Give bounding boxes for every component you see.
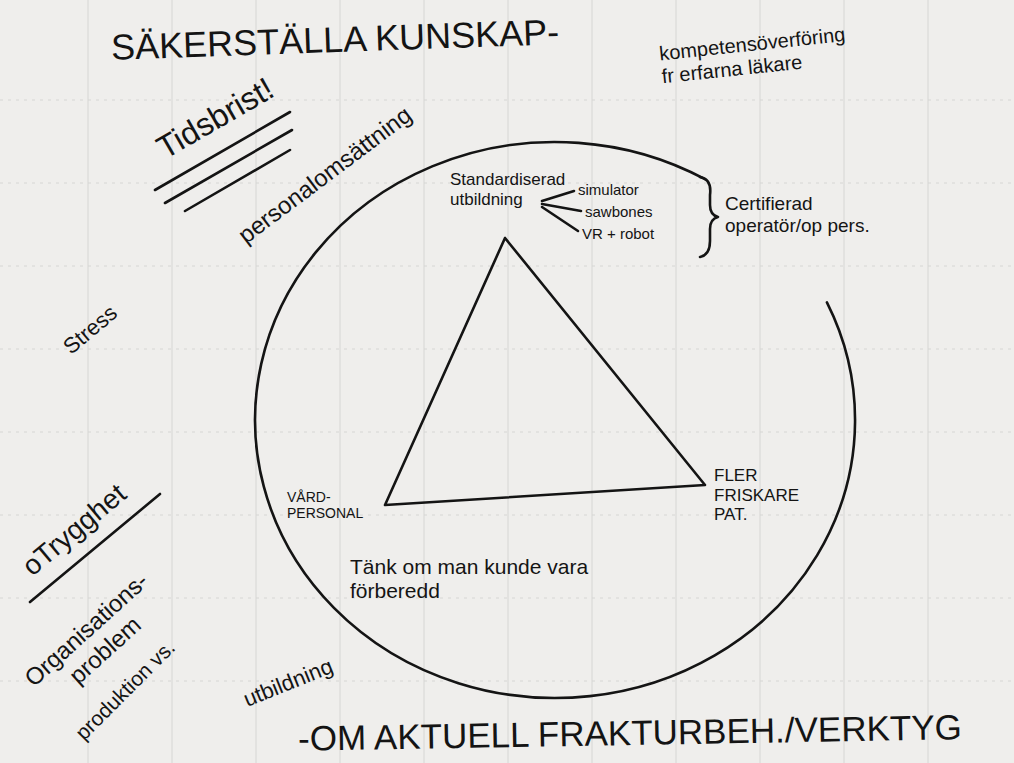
note-text: utbildning [240, 654, 337, 713]
grid-line [0, 266, 1014, 267]
grid-line [424, 0, 425, 763]
grid-line [928, 0, 929, 763]
grid-line [0, 515, 1014, 516]
note-text: Stress [58, 300, 122, 359]
title-heading: SÄKERSTÄLLA KUNSKAP- [110, 11, 559, 68]
grid-line [844, 0, 845, 763]
branch-label: simulator [578, 181, 639, 198]
grid-line [340, 0, 341, 763]
grid-line [676, 0, 677, 763]
note-text: personalomsättning [233, 101, 417, 249]
branch-line [542, 191, 574, 201]
curly-brace [700, 177, 718, 257]
bracket-note: Certifierad operatör/op pers. [725, 193, 905, 237]
caption-text: -OM AKTUELL FRAKTURBEH./VERKTYG [298, 707, 962, 759]
note-text: Organisations- problem [12, 561, 179, 719]
vertex-label: FLER FRISKARE PAT. [714, 466, 814, 525]
vertex-label: Standardiserad utbildning [450, 170, 575, 209]
triangle-outline [385, 238, 705, 505]
branch-label: VR + robot [582, 225, 654, 242]
centre-note: Tänk om man kunde vara förberedd [350, 555, 630, 603]
grid-line [760, 0, 761, 763]
grid-line [0, 349, 1014, 350]
grid-line [592, 0, 593, 763]
branch-label: sawbones [585, 203, 653, 220]
vertex-label: VÅRD- PERSONAL [287, 489, 373, 521]
emphasis-note: Tidsbrist! [150, 70, 280, 166]
grid-line [0, 100, 1014, 101]
grid-line [508, 0, 509, 763]
grid-line [0, 432, 1014, 433]
grid-line [0, 681, 1014, 682]
branch-line [542, 207, 578, 231]
